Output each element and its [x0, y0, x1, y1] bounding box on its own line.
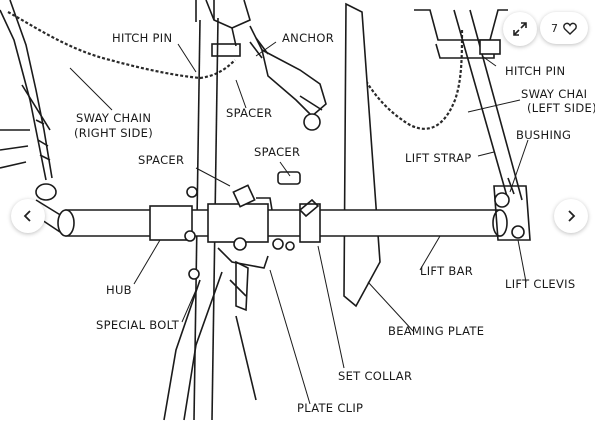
label-plate-clip: PLATE CLIP	[297, 401, 363, 415]
heart-icon	[563, 22, 577, 35]
label-spacer-mid: SPACER	[254, 145, 300, 159]
label-anchor: ANCHOR	[282, 31, 334, 45]
label-hitch-pin-left: HITCH PIN	[112, 31, 172, 45]
lift-bar-tube	[57, 203, 508, 243]
beaming-plate	[343, 2, 381, 308]
previous-image-button[interactable]	[11, 199, 45, 233]
label-sway-chain-right-1: SWAY CHAIN	[76, 111, 151, 125]
label-sway-chain-right-2: (RIGHT SIDE)	[74, 126, 153, 140]
label-hitch-pin-right: HITCH PIN	[505, 64, 565, 78]
label-beaming-plate: BEAMING PLATE	[388, 324, 484, 338]
label-hub: HUB	[106, 283, 132, 297]
lift-clevis	[493, 177, 531, 241]
next-image-button[interactable]	[554, 199, 588, 233]
leader-lines	[69, 41, 529, 405]
label-sway-chain-left-1: SWAY CHAI	[521, 87, 587, 101]
label-spacer-left: SPACER	[138, 153, 184, 167]
like-button[interactable]: 7	[540, 12, 588, 44]
small-hardware	[184, 171, 320, 280]
expand-button[interactable]	[503, 12, 537, 46]
plate-clip	[163, 247, 269, 421]
chevron-right-icon	[568, 210, 576, 222]
label-special-bolt: SPECIAL BOLT	[96, 318, 180, 332]
like-count: 7	[551, 21, 558, 35]
expand-icon	[513, 22, 527, 36]
sway-chain-left	[355, 29, 464, 130]
label-spacer-top: SPACER	[226, 106, 272, 120]
label-bushing: BUSHING	[516, 128, 571, 142]
label-set-collar: SET COLLAR	[338, 369, 412, 383]
label-lift-bar: LIFT BAR	[420, 264, 473, 278]
label-sway-chain-left-2: (LEFT SIDE)	[527, 101, 595, 115]
sway-chain-right	[7, 11, 236, 80]
left-lift-link	[0, 0, 63, 233]
label-lift-strap: LIFT STRAP	[405, 151, 472, 165]
upper-hitch-assembly	[195, 0, 327, 131]
chevron-left-icon	[23, 210, 31, 222]
label-lift-clevis: LIFT CLEVIS	[505, 277, 575, 291]
